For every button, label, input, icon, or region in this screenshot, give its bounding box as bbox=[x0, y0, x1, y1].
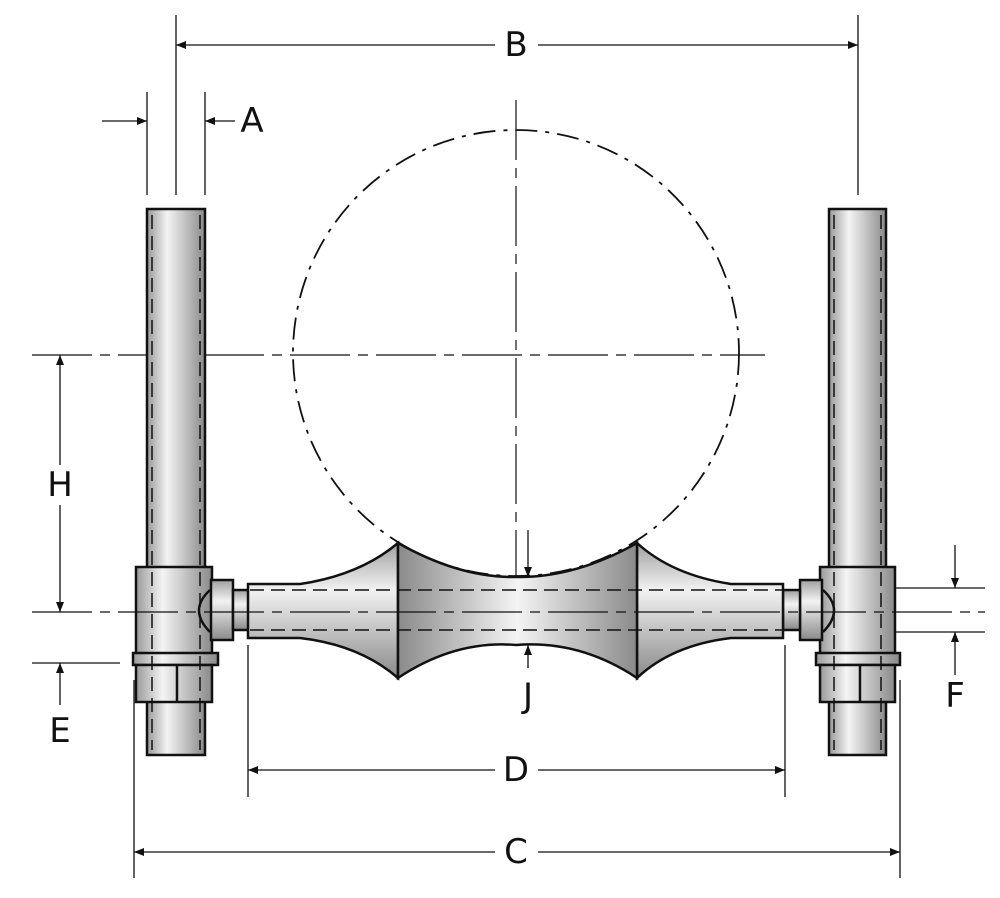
label-d: D bbox=[503, 750, 529, 790]
dimension-j: J bbox=[521, 530, 533, 716]
label-e: E bbox=[49, 711, 70, 751]
label-f: F bbox=[945, 676, 965, 716]
label-j: J bbox=[521, 676, 533, 716]
dimension-h: H bbox=[47, 355, 73, 612]
right-post bbox=[798, 207, 902, 757]
dimension-a: A bbox=[102, 92, 264, 195]
label-b: B bbox=[504, 25, 527, 65]
label-h: H bbox=[47, 465, 73, 505]
dimension-f: F bbox=[895, 545, 985, 716]
label-c: C bbox=[504, 832, 528, 872]
roller bbox=[32, 540, 985, 681]
label-a: A bbox=[240, 101, 263, 141]
left-post bbox=[131, 207, 235, 757]
dimension-c: C bbox=[133, 680, 901, 878]
dimension-b: B bbox=[175, 15, 859, 195]
dimension-e: E bbox=[32, 662, 120, 751]
dimension-d: D bbox=[247, 645, 786, 797]
